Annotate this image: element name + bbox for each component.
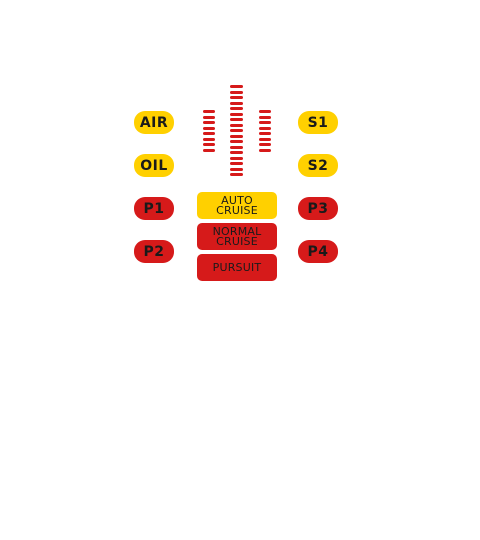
meter-bar-center — [230, 107, 243, 110]
meter-bar-right — [259, 121, 271, 124]
meter-bar-right — [259, 137, 271, 141]
s1-label: S1 — [307, 114, 329, 131]
meter-bar-right — [259, 110, 271, 113]
normal-cruise-line1: NORMAL — [212, 224, 262, 238]
meter-bar-center — [230, 129, 243, 132]
s1-indicator[interactable]: S1 — [298, 111, 338, 134]
meter-bar-center — [230, 85, 243, 88]
normal-cruise-button[interactable]: NORMAL CRUISE — [197, 223, 277, 250]
meter-bar-left — [203, 126, 215, 130]
air-label: AIR — [139, 114, 169, 131]
p3-label: P3 — [307, 200, 329, 217]
auto-cruise-button[interactable]: AUTO CRUISE — [197, 192, 277, 219]
meter-bar-right — [259, 143, 271, 146]
meter-bar-center — [230, 134, 243, 138]
oil-label: OIL — [140, 157, 168, 174]
meter-bar-center — [230, 173, 243, 176]
meter-bar-right — [259, 148, 271, 152]
p3-indicator[interactable]: P3 — [298, 197, 338, 220]
air-indicator[interactable]: AIR — [134, 111, 174, 134]
s2-indicator[interactable]: S2 — [298, 154, 338, 177]
pursuit-button[interactable]: PURSUIT — [197, 254, 277, 281]
normal-cruise-line2: CRUISE — [216, 234, 258, 248]
meter-bar-right — [259, 115, 271, 119]
meter-bar-left — [203, 110, 215, 113]
meter-bar-center — [230, 118, 243, 121]
meter-bar-center — [230, 101, 243, 105]
p1-label: P1 — [143, 200, 165, 217]
p1-indicator[interactable]: P1 — [134, 197, 174, 220]
meter-bar-center — [230, 90, 243, 94]
meter-bar-center — [230, 145, 243, 149]
p2-label: P2 — [143, 243, 165, 260]
meter-bar-center — [230, 151, 243, 154]
oil-indicator[interactable]: OIL — [134, 154, 174, 177]
meter-bar-right — [259, 132, 271, 135]
meter-bar-left — [203, 148, 215, 152]
meter-bar-center — [230, 167, 243, 171]
p2-indicator[interactable]: P2 — [134, 240, 174, 263]
meter-bar-left — [203, 143, 215, 146]
meter-bar-center — [230, 123, 243, 127]
auto-cruise-line2: CRUISE — [216, 203, 258, 217]
p4-indicator[interactable]: P4 — [298, 240, 338, 263]
meter-bar-left — [203, 132, 215, 135]
auto-cruise-line1: AUTO — [221, 193, 253, 207]
meter-bar-center — [230, 140, 243, 143]
meter-bar-right — [259, 126, 271, 130]
meter-bar-center — [230, 162, 243, 165]
s2-label: S2 — [307, 157, 329, 174]
meter-bar-center — [230, 112, 243, 116]
meter-bar-left — [203, 121, 215, 124]
meter-bar-left — [203, 115, 215, 119]
meter-bar-center — [230, 156, 243, 160]
meter-bar-center — [230, 96, 243, 99]
pursuit-label: PURSUIT — [212, 260, 262, 274]
meter-bar-left — [203, 137, 215, 141]
p4-label: P4 — [307, 243, 329, 260]
